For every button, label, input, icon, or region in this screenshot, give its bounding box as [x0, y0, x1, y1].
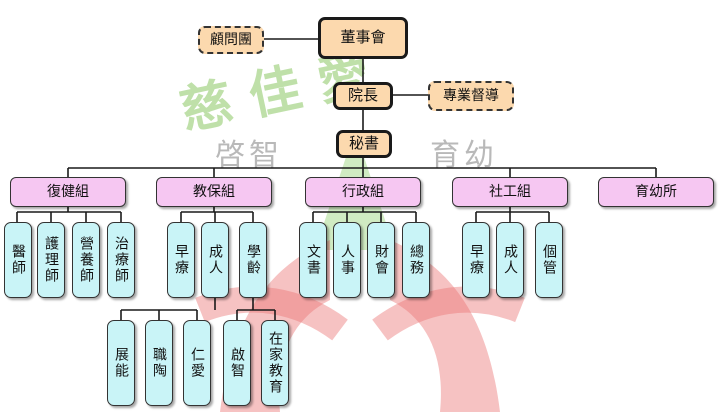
unit-school-age: 學齡 [239, 222, 267, 298]
director-box: 院長 [333, 82, 393, 110]
unit-special-education: 啟智 [223, 320, 251, 406]
unit-adult: 成人 [201, 222, 229, 298]
advisors-box: 顧問團 [198, 26, 264, 54]
unit-social-early: 早療 [462, 222, 490, 298]
dept-rehab: 復健組 [10, 177, 126, 207]
unit-personnel: 人事 [333, 222, 361, 298]
unit-dietitian: 營養師 [72, 222, 100, 298]
unit-case-management: 個管 [535, 222, 563, 298]
dept-education: 教保組 [156, 177, 272, 207]
unit-doctor: 醫師 [4, 222, 32, 298]
supervisor-box: 專業督導 [428, 81, 514, 111]
dept-orphanage: 育幼所 [598, 177, 714, 207]
unit-home-education: 在家教育 [261, 320, 289, 406]
unit-pottery: 職陶 [145, 320, 173, 406]
unit-nurse: 護理師 [37, 222, 65, 298]
unit-capability: 展能 [107, 320, 135, 406]
unit-accounting: 財會 [367, 222, 395, 298]
unit-general-affairs: 總務 [402, 222, 430, 298]
dept-social-work: 社工組 [452, 177, 568, 207]
secretary-box: 秘書 [336, 130, 392, 158]
unit-social-adult: 成人 [496, 222, 524, 298]
unit-benevolence: 仁愛 [183, 320, 211, 406]
unit-early-intervention: 早療 [167, 222, 195, 298]
unit-documents: 文書 [299, 222, 327, 298]
dept-admin: 行政組 [305, 177, 421, 207]
board-box: 董事會 [318, 17, 408, 59]
unit-therapist: 治療師 [107, 222, 135, 298]
